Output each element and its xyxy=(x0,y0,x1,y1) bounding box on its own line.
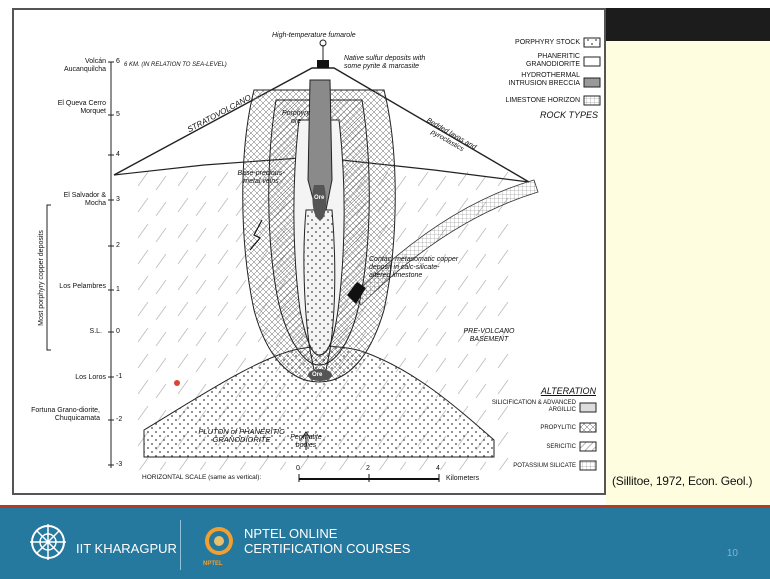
scale-tick-4: 4 xyxy=(116,151,120,159)
footer-nptel-line1: NPTEL ONLINE xyxy=(244,527,337,540)
hscale-unit: Kilometers xyxy=(446,475,479,483)
scale-tick-m3: -3 xyxy=(116,461,122,469)
hscale-tick-4: 4 xyxy=(436,465,440,473)
scale-header: 6 KM. (IN RELATION TO SEA-LEVEL) xyxy=(124,61,227,69)
legend-limestone: LIMESTONE HORIZON xyxy=(494,97,580,105)
nptel-logo-text: NPTEL xyxy=(203,558,223,571)
legend-box-propylitic xyxy=(580,423,596,432)
scale-tick-2: 2 xyxy=(116,242,120,250)
citation: (Sillitoe, 1972, Econ. Geol.) xyxy=(612,474,752,488)
porphyry-group-label: Most porphyry copper deposits xyxy=(38,218,46,338)
locality-pelambres: Los Pelambres xyxy=(54,283,106,291)
contact-deposit-label: Contact metasomatic copper deposit in ca… xyxy=(369,256,459,280)
legend-box-breccia xyxy=(584,78,600,87)
footer-accent-line xyxy=(0,505,770,508)
top-dark-bar xyxy=(606,8,770,41)
locality-salvador: El Salvador & Mocha xyxy=(54,192,106,208)
page-number: 10 xyxy=(727,548,738,559)
scale-tick-0: 0 xyxy=(116,328,120,336)
legend-box-potassium xyxy=(580,461,596,470)
basal-ore-label: Ore xyxy=(312,371,322,379)
porphyry-model-diagram: High-temperature fumarole 6 KM. (IN RELA… xyxy=(12,8,606,495)
scale-tick-1: 1 xyxy=(116,286,120,294)
scale-tick-3: 3 xyxy=(116,196,120,204)
iit-logo-icon xyxy=(28,520,68,566)
side-panel xyxy=(606,41,770,505)
fumarole-vent xyxy=(317,60,329,68)
native-sulfur-label: Native sulfur deposits with some pyrite … xyxy=(344,55,434,71)
locality-loros: Los Loros xyxy=(54,374,106,382)
footer-institute: IIT KHARAGPUR xyxy=(76,542,177,555)
footer-divider xyxy=(180,520,181,570)
pointer-dot xyxy=(174,380,180,386)
pluton-label: PLUTON of PHANERITIC GRANODIORITE xyxy=(189,428,294,444)
scale-tick-m2: -2 xyxy=(116,416,122,424)
fumarole-label: High-temperature fumarole xyxy=(272,32,356,40)
nptel-logo-icon xyxy=(202,524,236,558)
legend-potassium: POTASSIUM SILICATE xyxy=(484,462,576,470)
legend-box-silicification xyxy=(580,403,596,412)
breccia-ore-label: Ore xyxy=(314,194,324,202)
scale-tick-5: 5 xyxy=(116,111,120,119)
locality-queva: El Queva Cerro Morquet xyxy=(44,100,106,116)
legend-box-limestone xyxy=(584,96,600,105)
scale-tick-6: 6 xyxy=(116,58,120,66)
pegmatite-label: Pegmatite bodies xyxy=(286,434,326,450)
legend-box-sericitic xyxy=(580,442,596,451)
locality-fortuna: Fortuna Grano-diorite, Chuquicamata xyxy=(22,407,100,423)
legend-box-porphyry xyxy=(584,38,600,47)
horizontal-scale-label: HORIZONTAL SCALE (same as vertical): xyxy=(142,474,261,482)
locality-sealevel: S.L. xyxy=(74,328,102,336)
veins-label: Base-precious-metal veins xyxy=(237,170,285,186)
rock-types-title: ROCK TYPES xyxy=(494,110,598,120)
legend-porphyry: PORPHYRY STOCK xyxy=(494,39,580,47)
legend-propylitic: PROPYLITIC xyxy=(494,424,576,432)
legend-box-granodiorite xyxy=(584,57,600,66)
porphyry-ore-label: Porphyry ore xyxy=(281,110,311,126)
locality-volcan: Volcán Aucanquilcha xyxy=(54,58,106,74)
hscale-tick-2: 2 xyxy=(366,465,370,473)
porphyry-bracket xyxy=(47,205,51,350)
footer-nptel-line2: CERTIFICATION COURSES xyxy=(244,542,410,555)
pre-volcano-label: PRE-VOLCANO BASEMENT xyxy=(454,328,524,344)
legend-granodiorite: PHANERITIC GRANODIORITE xyxy=(494,53,580,69)
legend-breccia: HYDROTHERMAL INTRUSION BRECCIA xyxy=(484,72,580,88)
scale-tick-m1: -1 xyxy=(116,373,122,381)
alteration-title: ALTERATION xyxy=(494,386,596,396)
hscale-tick-0: 0 xyxy=(296,465,300,473)
legend-sericitic: SERICITIC xyxy=(494,443,576,451)
legend-silicification: SILICIFICATION & ADVANCED ARGILLIC xyxy=(484,400,576,414)
